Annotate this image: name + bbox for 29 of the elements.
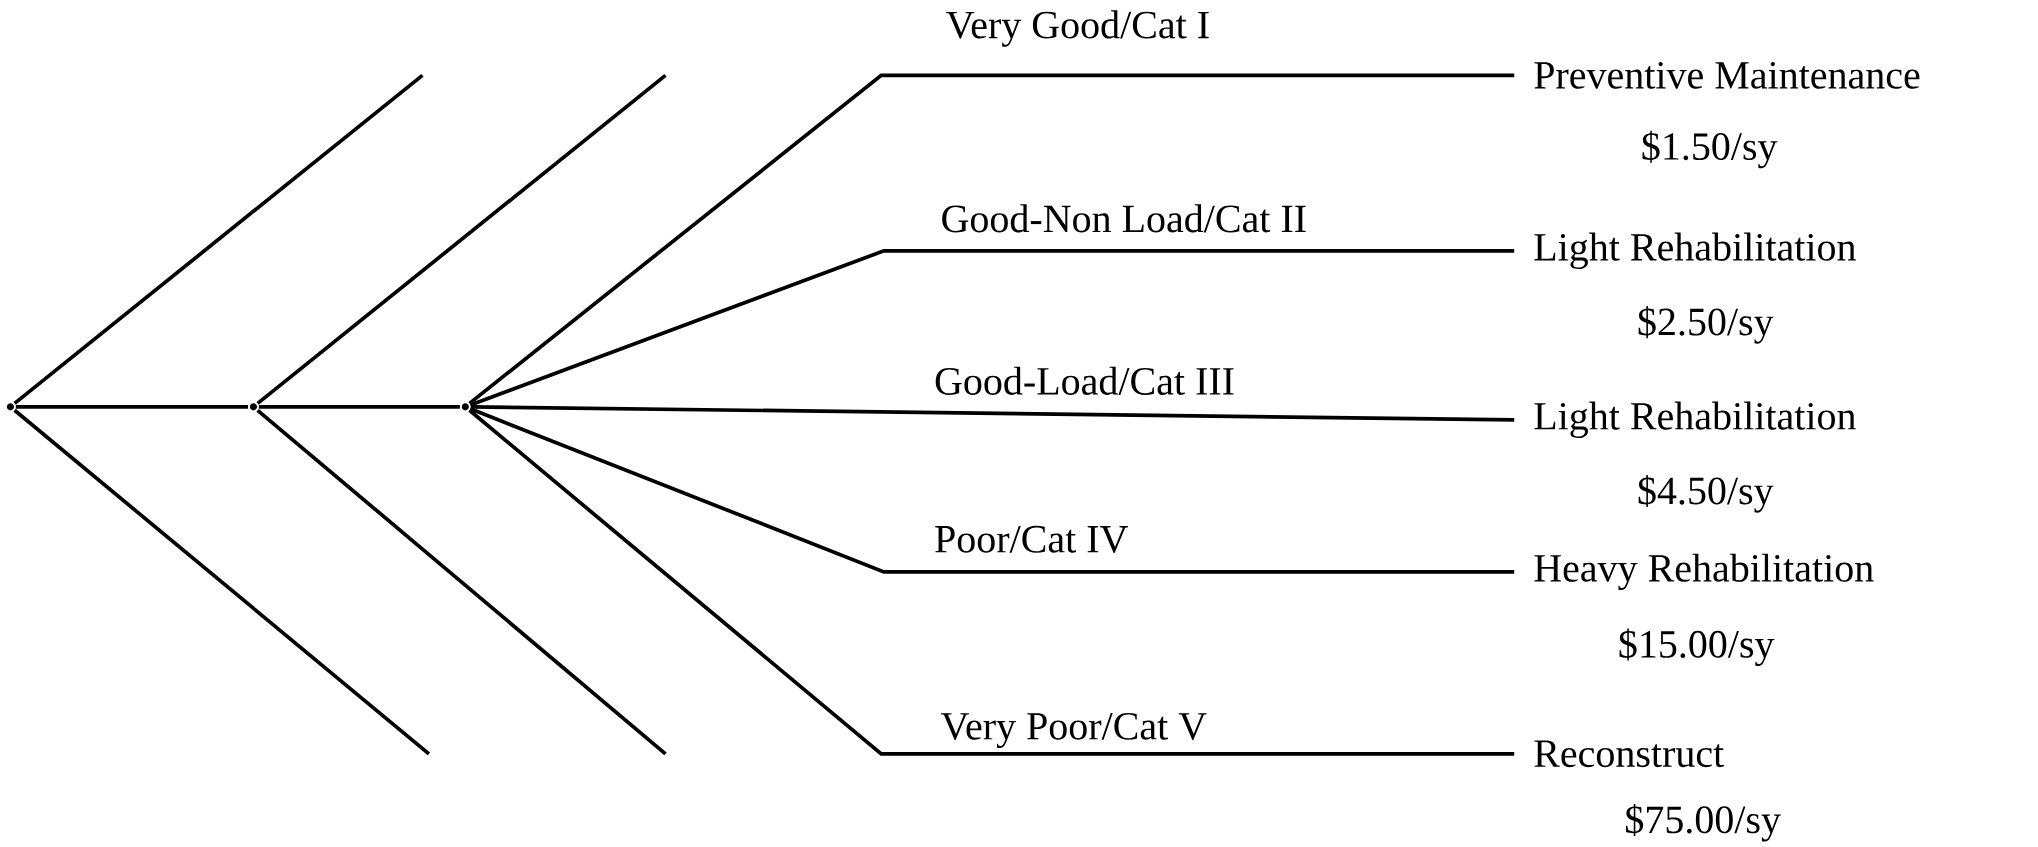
branch-line [13, 408, 431, 756]
outcome-label: Reconstruct [1534, 740, 1724, 767]
branch-line [469, 248, 1515, 407]
outcome-label: Heavy Rehabilitation [1534, 553, 1874, 590]
cost-label: $15.00/sy [1619, 628, 1775, 666]
edge-label: Very Poor/Cat V [937, 709, 1210, 751]
edge-label: Very Good/Cat I [942, 7, 1213, 50]
cost-label: $1.50/sy [1642, 130, 1778, 169]
outcome-label: Light Rehabilitation [1534, 232, 1856, 269]
branch-point [249, 403, 257, 411]
cost-label: $2.50/sy [1638, 305, 1774, 344]
branch-point [461, 403, 469, 411]
branch-line [469, 406, 1515, 574]
branch-point [6, 403, 14, 411]
edge-label: Good-Non Load/Cat II [937, 201, 1310, 236]
edge-label: Good-Load/Cat III [931, 363, 1238, 398]
branch-line [15, 404, 249, 409]
cost-label: $4.50/sy [1638, 474, 1774, 513]
branch-line [470, 404, 1515, 422]
branch-line [256, 73, 667, 405]
outcome-label: Light Rehabilitation [1534, 401, 1856, 438]
branch-line [258, 404, 460, 409]
outcome-label: Preventive Maintenance [1534, 61, 1920, 89]
branch-line [468, 408, 1515, 756]
edge-label: Poor/Cat IV [931, 522, 1132, 556]
cost-label: $75.00/sy [1626, 803, 1781, 842]
branch-line [13, 73, 424, 405]
branch-line [256, 408, 667, 756]
branch-line [468, 73, 1515, 405]
